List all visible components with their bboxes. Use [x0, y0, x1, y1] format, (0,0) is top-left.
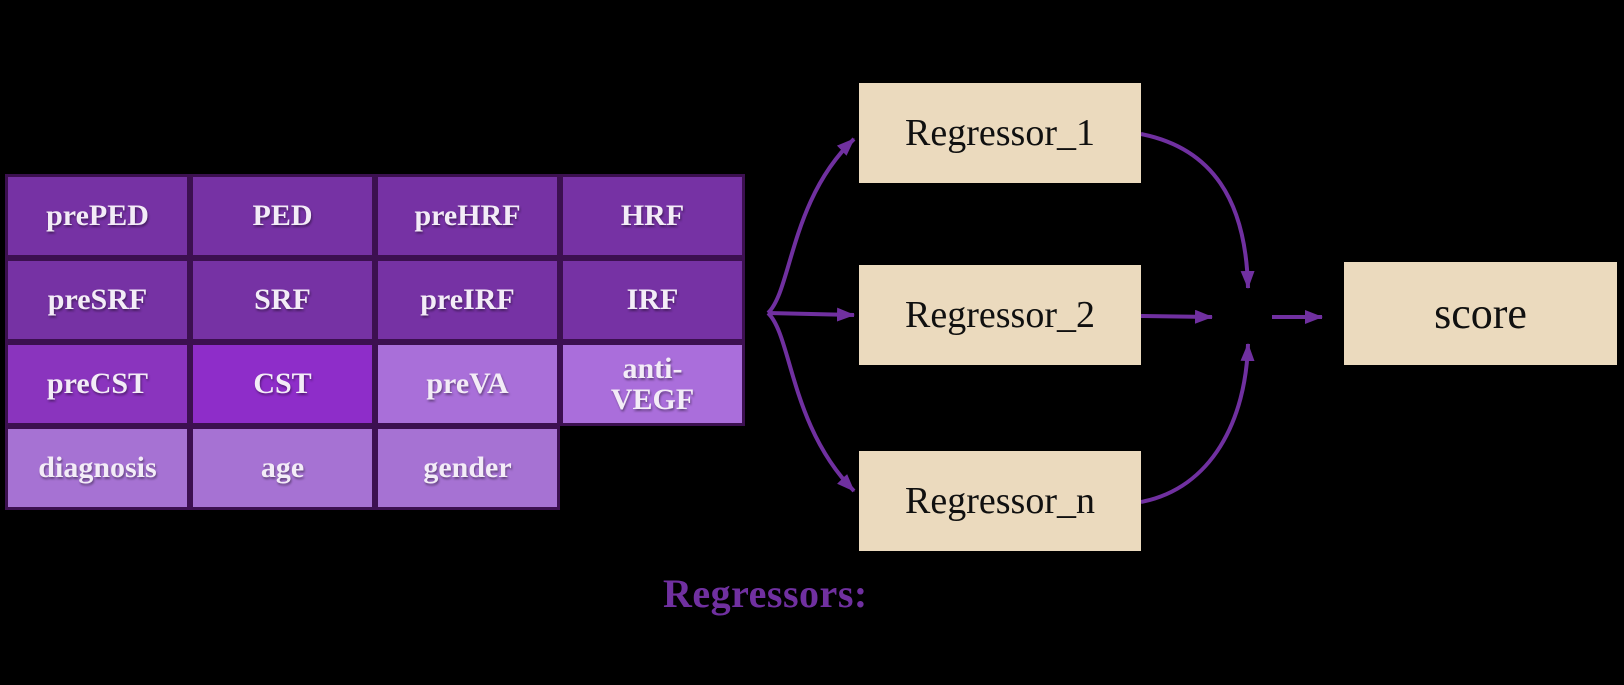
feature-cell-ped: PED	[190, 174, 375, 258]
feature-cell-preva: preVA	[375, 342, 560, 426]
regressor-1-box: Regressor_1	[859, 83, 1141, 183]
feature-cell-presrf: preSRF	[5, 258, 190, 342]
feature-cell-prehrf: preHRF	[375, 174, 560, 258]
score-box: score	[1344, 262, 1617, 365]
arrow-features-to-regressor-2	[767, 307, 855, 322]
feature-cell-srf: SRF	[190, 258, 375, 342]
feature-cell-age: age	[190, 426, 375, 510]
feature-cell-diagnosis: diagnosis	[5, 426, 190, 510]
arrow-features-to-regressor-n	[766, 311, 856, 493]
feature-cell-hrf: HRF	[560, 174, 745, 258]
feature-cell-gender: gender	[375, 426, 560, 510]
arrow-regressor-n-to-merge	[1140, 343, 1255, 504]
score-label: score	[1434, 289, 1527, 338]
feature-cell-preped: prePED	[5, 174, 190, 258]
arrow-features-to-regressor-1	[766, 137, 856, 315]
regressor-1-label: Regressor_1	[905, 112, 1095, 154]
regressor-n-label: Regressor_n	[905, 480, 1095, 522]
features-table: prePED PED preHRF HRF preSRF SRF preIRF …	[5, 174, 745, 510]
feature-cell-preirf: preIRF	[375, 258, 560, 342]
regressor-n-box: Regressor_n	[859, 451, 1141, 551]
regressor-2-box: Regressor_2	[859, 265, 1141, 365]
regressor-2-label: Regressor_2	[905, 294, 1095, 336]
feature-cell-irf: IRF	[560, 258, 745, 342]
arrow-regressor-1-to-merge	[1140, 132, 1255, 289]
arrow-regressor-2-to-merge	[1140, 309, 1213, 324]
feature-cell-precst: preCST	[5, 342, 190, 426]
regressors-caption: Regressors:	[663, 571, 868, 616]
feature-cell-cst: CST	[190, 342, 375, 426]
feature-cell-antivegf: anti- VEGF	[560, 342, 745, 426]
